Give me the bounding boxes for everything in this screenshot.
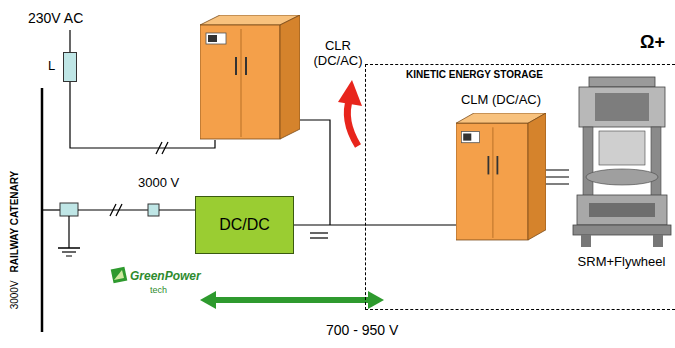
text-label: tech: [150, 285, 167, 295]
cabinet-drawing: [456, 113, 546, 241]
node-label: SRM+Flywheel: [569, 255, 674, 270]
converter-box: DC/DC: [195, 196, 294, 254]
wire-connector: [546, 170, 569, 184]
text-label: 3000V: [9, 280, 20, 309]
cabinet-drawing: [200, 15, 300, 140]
storage-region: KINETIC ENERGY STORAGE CLM (DC/AC) SRM+Fly…: [365, 64, 675, 310]
wire-connector: [70, 82, 215, 148]
flywheel-machine: SRM+Flywheel: [569, 73, 674, 278]
node-label: DC/DC: [196, 216, 293, 234]
node-label: KINETIC ENERGY STORAGE: [406, 69, 543, 81]
converter-cabinet: CLM (DC/AC): [456, 113, 546, 241]
vertical-caption: 3000V RAILWAY CATENARY: [9, 135, 23, 345]
node-label: L: [48, 59, 55, 74]
text-label: Ω+: [640, 32, 665, 53]
text-label: RAILWAY CATENARY: [9, 171, 20, 273]
text-label: 3000 V: [138, 176, 179, 191]
converter-cabinet: CLR (DC/AC): [200, 15, 300, 140]
text-label: GreenPower: [130, 270, 201, 284]
text-label: 700 - 950 V: [326, 322, 398, 338]
text-label: 230V AC: [28, 10, 83, 26]
node-label: CLM (DC/AC): [442, 93, 560, 108]
wire-connector: [294, 224, 456, 225]
inductor-box: L: [63, 52, 77, 82]
node-label: CLR (DC/AC): [306, 39, 370, 69]
flywheel-drawing: [569, 73, 674, 278]
